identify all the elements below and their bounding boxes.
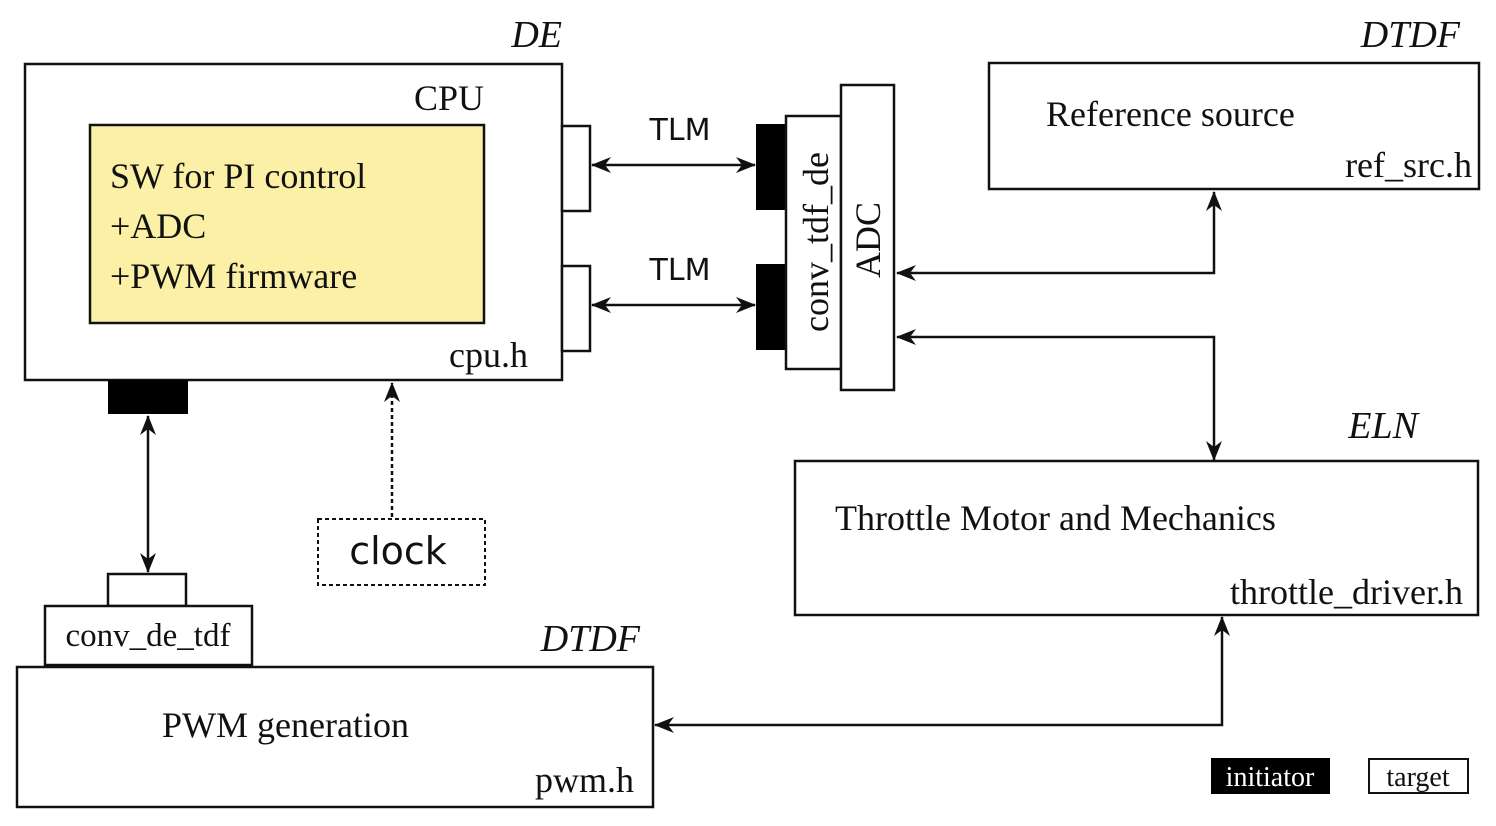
sw-box-background <box>88 123 486 325</box>
sw-line-2: +ADC <box>110 206 206 246</box>
clock-label: clock <box>349 529 447 573</box>
sw-line-3: +PWM firmware <box>110 256 357 296</box>
conv-de-tdf-target-port[interactable] <box>106 572 188 608</box>
reference-source-title: Reference source <box>1046 94 1295 134</box>
cpu-target-port-bottom[interactable] <box>560 264 592 353</box>
conv-de-tdf-block[interactable]: conv_de_tdf <box>43 604 254 667</box>
legend-target-label: target <box>1386 762 1449 793</box>
domain-label-eln: ELN <box>1347 405 1420 447</box>
adc-label: ADC <box>848 202 888 278</box>
domain-label-dtdf-top: DTDF <box>1360 14 1461 56</box>
conv-tdf-de-label: conv_tdf_de <box>796 152 836 332</box>
link-throttle-pwm <box>654 616 1230 733</box>
domain-label-de: DE <box>510 14 562 56</box>
sw-box[interactable]: SW for PI control +ADC +PWM firmware <box>88 123 486 325</box>
cpu-initiator-port[interactable] <box>108 380 188 414</box>
adc-block[interactable] <box>839 83 896 392</box>
legend-initiator-label: initiator <box>1226 762 1315 793</box>
sw-line-1: SW for PI control <box>110 156 366 196</box>
link-adc-reference <box>896 191 1222 281</box>
throttle-block[interactable]: Throttle Motor and Mechanics throttle_dr… <box>793 459 1480 617</box>
throttle-title: Throttle Motor and Mechanics <box>835 498 1276 538</box>
legend-initiator: initiator <box>1211 758 1330 794</box>
legend-target: target <box>1368 758 1469 794</box>
pwm-title: PWM generation <box>162 705 409 745</box>
conv-de-tdf-label: conv_de_tdf <box>66 618 231 654</box>
legend-initiator-swatch <box>1211 758 1330 794</box>
reference-source-header-file: ref_src.h <box>1345 145 1472 185</box>
link-adc-throttle <box>896 329 1222 461</box>
cpu-header-file: cpu.h <box>449 335 528 375</box>
pwm-block[interactable]: PWM generation pwm.h <box>15 665 655 809</box>
clock-block[interactable]: clock <box>317 518 486 586</box>
tlm-label-bottom: TLM <box>649 253 711 288</box>
cpu-target-port-top[interactable] <box>560 124 592 213</box>
domain-label-dtdf-bottom: DTDF <box>540 618 641 660</box>
tlm-label-top: TLM <box>649 113 711 148</box>
reference-source-block[interactable]: Reference source ref_src.h <box>987 61 1481 191</box>
conv-initiator-port-top[interactable] <box>756 124 786 210</box>
legend-target-swatch <box>1368 758 1469 794</box>
cpu-title: CPU <box>414 78 484 118</box>
conv-initiator-port-bottom[interactable] <box>756 264 786 350</box>
throttle-header-file: throttle_driver.h <box>1230 572 1463 612</box>
pwm-header-file: pwm.h <box>535 760 634 800</box>
